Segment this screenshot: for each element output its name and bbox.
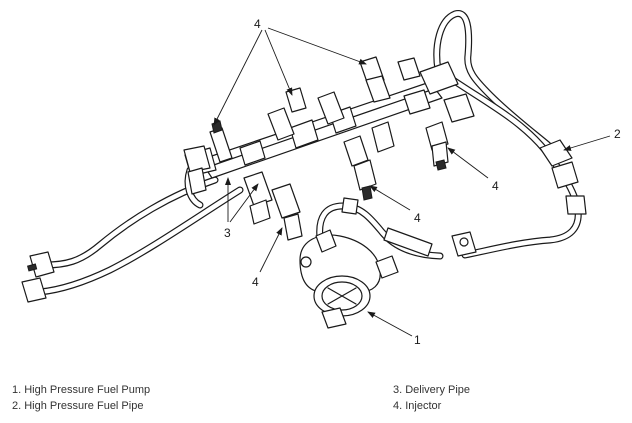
- injector: [371, 121, 395, 153]
- injector: [183, 145, 211, 195]
- legend-item: 3. Delivery Pipe: [393, 384, 471, 396]
- callout-injector-right: 4: [492, 179, 499, 193]
- legend-left: 1. High Pressure Fuel Pump 2. High Press…: [12, 382, 150, 414]
- callout-leaders: [213, 27, 611, 337]
- high-pressure-fuel-pump: [299, 229, 399, 329]
- callout-pump: 1: [414, 333, 421, 347]
- high-pressure-fuel-pipe: [433, 10, 587, 259]
- fuel-system-diagram: 4 4 4 4 3 2 1: [21, 10, 621, 347]
- left-fuel-lines: [21, 166, 244, 303]
- callout-injector-bottom: 4: [252, 275, 259, 289]
- legend-item: 4. Injector: [393, 400, 442, 412]
- delivery-pipe: [184, 61, 459, 179]
- legend-right: 3. Delivery Pipe 4. Injector: [393, 382, 470, 414]
- injector: [343, 135, 377, 201]
- callout-delivery-pipe: 3: [224, 226, 231, 240]
- legend-item: 1. High Pressure Fuel Pump: [12, 384, 151, 396]
- injector: [359, 56, 421, 103]
- pump-feed-pipe: [316, 197, 444, 260]
- injector: [317, 91, 345, 125]
- legend-item: 2. High Pressure Fuel Pipe: [12, 400, 144, 412]
- callout-pipe: 2: [614, 127, 621, 141]
- injector: [271, 183, 303, 241]
- injector: [425, 121, 449, 171]
- callout-injector-top: 4: [254, 17, 261, 31]
- callout-injector-mid: 4: [414, 211, 421, 225]
- injector: [443, 93, 475, 123]
